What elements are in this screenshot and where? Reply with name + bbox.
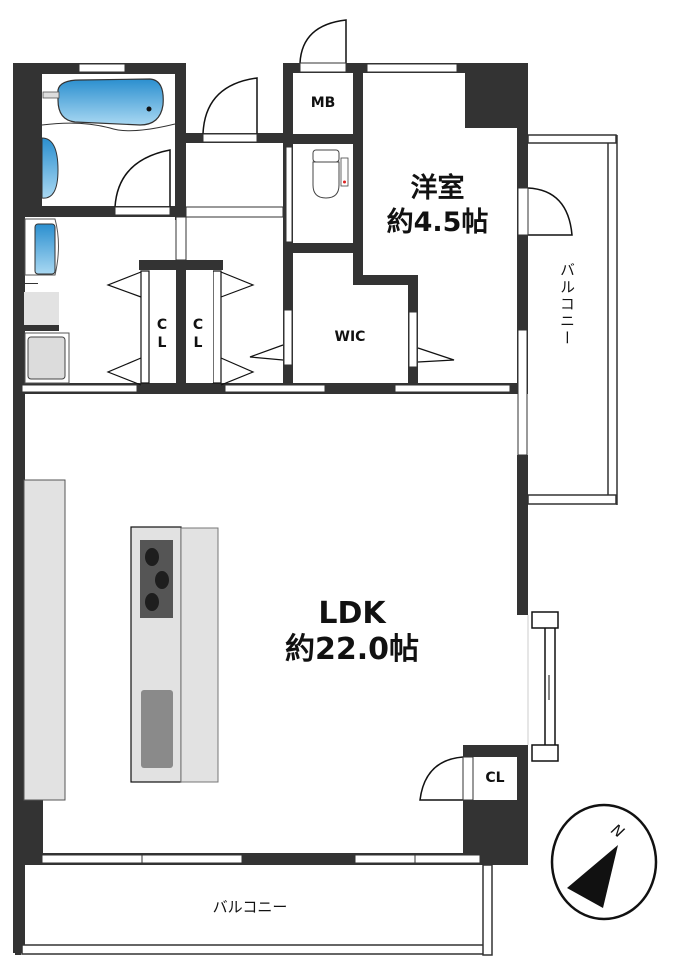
south-balcony xyxy=(15,864,493,956)
closet-2-label: C L xyxy=(188,316,208,352)
western-room-name: 洋室 xyxy=(410,173,465,204)
ldk-area: 約22.0帖 xyxy=(284,632,420,667)
closet-doors xyxy=(106,270,455,386)
wic-label: WIC xyxy=(334,329,366,345)
western-room-area: 約4.5帖 xyxy=(386,207,489,238)
corridor-partitions xyxy=(175,146,293,261)
bay-window xyxy=(527,611,559,762)
western-room-label: 洋室 約4.5帖 xyxy=(370,172,505,240)
windows xyxy=(21,63,528,864)
east-balcony xyxy=(527,134,618,505)
south-balcony-label: バルコニー xyxy=(212,898,288,916)
bathtub xyxy=(41,74,176,206)
closet-1-label: C L xyxy=(152,316,172,352)
ldk-name: LDK xyxy=(318,596,386,631)
ldk-label: LDK 約22.0帖 xyxy=(262,596,442,668)
closet-2-line2: L xyxy=(193,335,203,351)
closet-2-line1: C xyxy=(192,317,204,333)
wic-door-frames xyxy=(283,309,418,368)
kitchen xyxy=(23,479,219,801)
toilet xyxy=(312,149,349,199)
compass-icon xyxy=(550,803,658,921)
door-swings xyxy=(114,19,573,801)
mb-label: MB xyxy=(310,95,336,111)
closet-1-line2: L xyxy=(157,335,167,351)
east-balcony-label: バルコニー xyxy=(558,262,576,347)
washroom-fixtures xyxy=(24,218,70,384)
closet-3-label: CL xyxy=(485,770,505,786)
closet-1-line1: C xyxy=(156,317,168,333)
